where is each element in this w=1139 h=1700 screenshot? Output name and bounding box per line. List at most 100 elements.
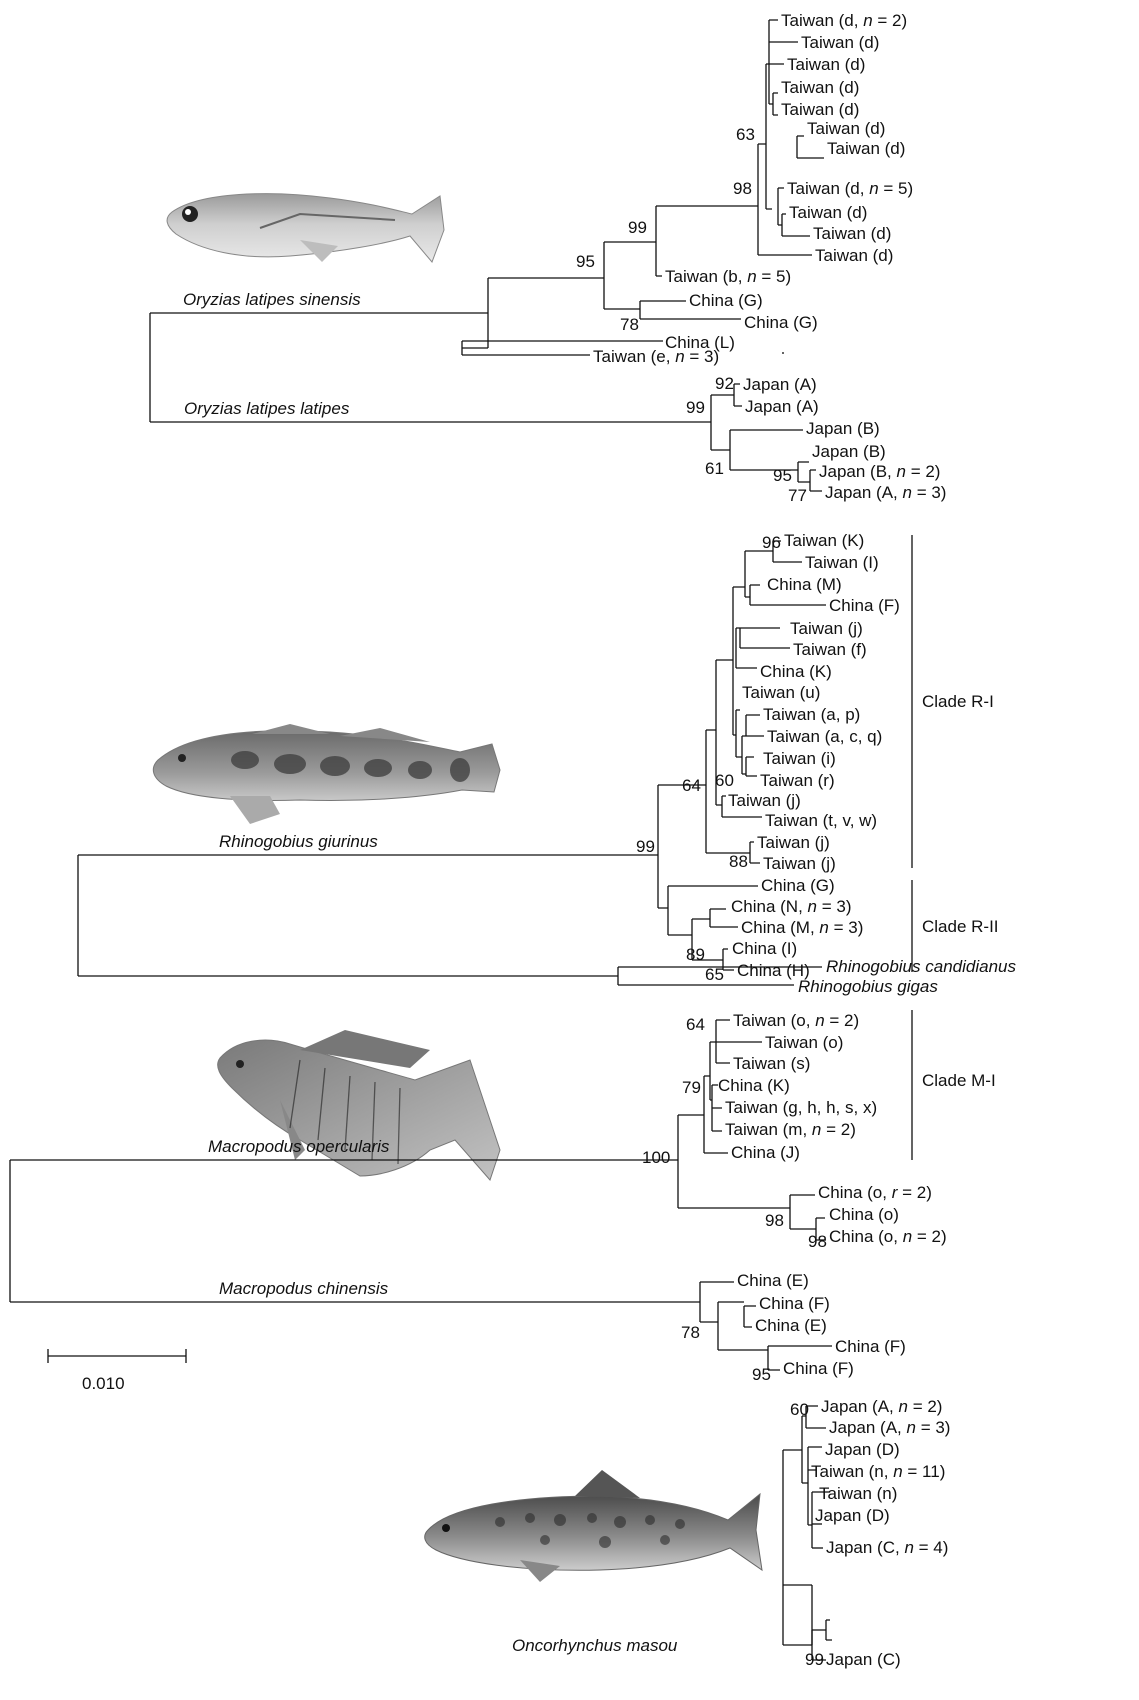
tip-label: Taiwan (a, c, q) (767, 727, 882, 746)
tip-label: Japan (A, n = 3) (829, 1418, 950, 1437)
tip-label: Taiwan (d, n = 5) (787, 179, 913, 198)
tip-label: Japan (B) (812, 442, 886, 461)
tip-label: Taiwan (a, p) (763, 705, 860, 724)
tip-label: China (I) (732, 939, 797, 958)
tip-label: China (M, n = 3) (741, 918, 863, 937)
tip-label: Taiwan (I) (805, 553, 879, 572)
tip-label: Taiwan (d) (813, 224, 891, 243)
tip-label: Taiwan (r) (760, 771, 835, 790)
bootstrap-value: 99 (805, 1650, 824, 1669)
tip-label: Taiwan (t, v, w) (765, 811, 877, 830)
tip-label: China (J) (731, 1143, 800, 1162)
bootstrap-value: 65 (705, 965, 724, 984)
tip-label: China (F) (783, 1359, 854, 1378)
species-label-oryzias-sinensis: Oryzias latipes sinensis (183, 290, 361, 309)
tip-label: Taiwan (d, n = 2) (781, 11, 907, 30)
tip-label: Japan (A, n = 2) (821, 1397, 942, 1416)
tip-label: Taiwan (j) (790, 619, 863, 638)
medaka-fish-icon (167, 194, 444, 262)
tip-label: Taiwan (o, n = 2) (733, 1011, 859, 1030)
paradise-fish-icon (218, 1030, 500, 1180)
tip-label: Taiwan (g, h, h, s, x) (725, 1098, 877, 1117)
bootstrap-value: 92 (715, 374, 734, 393)
bootstrap-value: 96 (762, 533, 781, 552)
bootstrap-value: 100 (642, 1148, 670, 1167)
tip-label: Taiwan (o) (765, 1033, 843, 1052)
scale-bar-label: 0.010 (82, 1374, 125, 1393)
tip-label: China (M) (767, 575, 842, 594)
tip-label: Taiwan (d) (801, 33, 879, 52)
tip-label: Japan (A) (743, 375, 817, 394)
clade-label-r2: Clade R-II (922, 917, 999, 936)
bootstrap-value: 98 (808, 1232, 827, 1251)
tip-label: Taiwan (K) (784, 531, 864, 550)
tip-label: China (F) (759, 1294, 830, 1313)
tip-label: Taiwan (d) (827, 139, 905, 158)
tip-label: Japan (B) (806, 419, 880, 438)
tip-label: Taiwan (s) (733, 1054, 810, 1073)
tip-label: China (o) (829, 1205, 899, 1224)
tip-label: Japan (C) (826, 1650, 901, 1669)
tip-label: Taiwan (d) (787, 55, 865, 74)
bootstrap-value: 79 (682, 1078, 701, 1097)
tip-label: China (E) (737, 1271, 809, 1290)
tip-label: Japan (A) (745, 397, 819, 416)
tip-label: Taiwan (n) (819, 1484, 897, 1503)
tip-label: Taiwan (u) (742, 683, 820, 702)
bootstrap-value: 95 (576, 252, 595, 271)
tip-label: Japan (C, n = 4) (826, 1538, 948, 1557)
bootstrap-value: 60 (790, 1400, 809, 1419)
bootstrap-value: 98 (733, 179, 752, 198)
bootstrap-value: 88 (729, 852, 748, 871)
tip-label: China (F) (829, 596, 900, 615)
tip-label: Japan (B, n = 2) (819, 462, 940, 481)
tip-label: Taiwan (d) (807, 119, 885, 138)
bootstrap-value: 77 (788, 486, 807, 505)
bootstrap-value: 99 (628, 218, 647, 237)
tip-label: China (G) (689, 291, 763, 310)
bootstrap-value: 99 (636, 837, 655, 856)
salmon-fish-icon (425, 1470, 762, 1582)
tip-label: China (H) (737, 961, 810, 980)
tip-label: Japan (D) (815, 1506, 890, 1525)
tip-label: Taiwan (f) (793, 640, 867, 659)
bootstrap-value: 98 (765, 1211, 784, 1230)
bootstrap-value: 64 (686, 1015, 705, 1034)
bootstrap-value: 99 (686, 398, 705, 417)
tip-label: Taiwan (e, n = 3) (593, 347, 719, 366)
tip-label: Taiwan (j) (763, 854, 836, 873)
tip-label: China (N, n = 3) (731, 897, 852, 916)
clade-label-m1: Clade M-I (922, 1071, 996, 1090)
tip-label: China (G) (744, 313, 818, 332)
species-label-rhinogobius-candidianus: Rhinogobius candidianus (826, 957, 1016, 976)
tip-label: Japan (D) (825, 1440, 900, 1459)
tip-label: Taiwan (d) (815, 246, 893, 265)
bootstrap-value: 64 (682, 776, 701, 795)
tip-label: China (o, r = 2) (818, 1183, 932, 1202)
bootstrap-value: 89 (686, 945, 705, 964)
tip-label: China (F) (835, 1337, 906, 1356)
bootstrap-value: 78 (681, 1323, 700, 1342)
tip-label: Japan (A, n = 3) (825, 483, 946, 502)
species-label-oncorhynchus-masou: Oncorhynchus masou (512, 1636, 678, 1655)
tip-label: China (o, n = 2) (829, 1227, 947, 1246)
tip-label: China (G) (761, 876, 835, 895)
species-label-rhinogobius-giurinus: Rhinogobius giurinus (219, 832, 378, 851)
bootstrap-value: 95 (752, 1365, 771, 1384)
tip-label: Taiwan (n, n = 11) (811, 1462, 945, 1481)
bootstrap-value: 60 (715, 771, 734, 790)
clade-label-r1: Clade R-I (922, 692, 994, 711)
tip-label: Taiwan (d) (781, 100, 859, 119)
bootstrap-value: 61 (705, 459, 724, 478)
tip-label: China (K) (760, 662, 832, 681)
tip-label: Taiwan (j) (757, 833, 830, 852)
tip-label: Taiwan (b, n = 5) (665, 267, 791, 286)
tip-label: Taiwan (j) (728, 791, 801, 810)
tip-label: China (E) (755, 1316, 827, 1335)
bootstrap-value: 63 (736, 125, 755, 144)
tip-label: Taiwan (d) (781, 78, 859, 97)
species-label-macropodus-chinensis: Macropodus chinensis (219, 1279, 389, 1298)
bootstrap-value: 78 (620, 315, 639, 334)
bootstrap-value: 95 (773, 466, 792, 485)
